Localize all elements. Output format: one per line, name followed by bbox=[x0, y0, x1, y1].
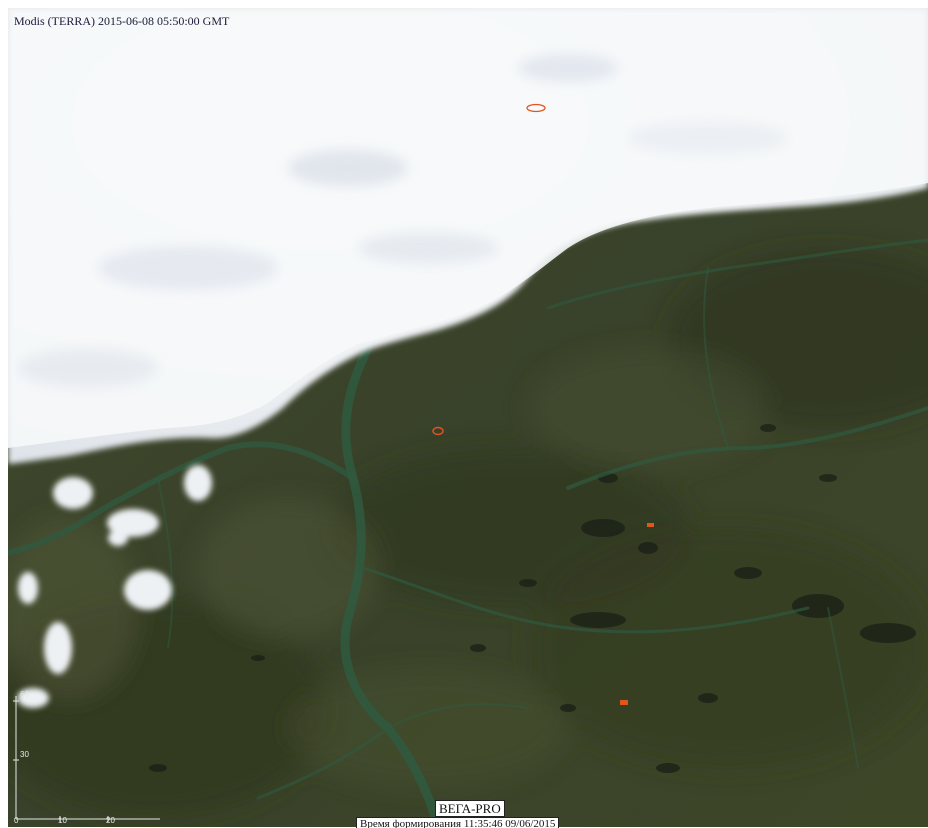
scale-label-vertical: 60 bbox=[20, 690, 29, 699]
brand-label: ВЕГА-PRO bbox=[435, 800, 505, 817]
satellite-map[interactable] bbox=[8, 8, 928, 827]
fire-hotspot-icon[interactable] bbox=[620, 700, 628, 705]
satellite-image bbox=[8, 8, 928, 827]
fire-hotspot-icon[interactable] bbox=[526, 103, 546, 113]
image-title: Modis (TERRA) 2015-06-08 05:50:00 GMT bbox=[14, 14, 230, 28]
rivers bbox=[8, 238, 928, 827]
fire-hotspots bbox=[432, 103, 654, 705]
scale-label-horizontal: 20 bbox=[106, 816, 115, 825]
fire-hotspot-icon[interactable] bbox=[647, 523, 654, 527]
small-clouds bbox=[17, 465, 212, 708]
lakes bbox=[149, 424, 916, 773]
scale-label-horizontal: 10 bbox=[58, 816, 67, 825]
scale-label-horizontal: 0 bbox=[14, 816, 19, 825]
scale-bar bbox=[13, 696, 160, 822]
fire-hotspot-icon[interactable] bbox=[432, 426, 444, 436]
cloud-cover bbox=[8, 8, 928, 464]
scale-label-vertical: 30 bbox=[20, 750, 29, 759]
generation-timestamp: Время формирования 11:35:46 09/06/2015 bbox=[356, 817, 560, 828]
